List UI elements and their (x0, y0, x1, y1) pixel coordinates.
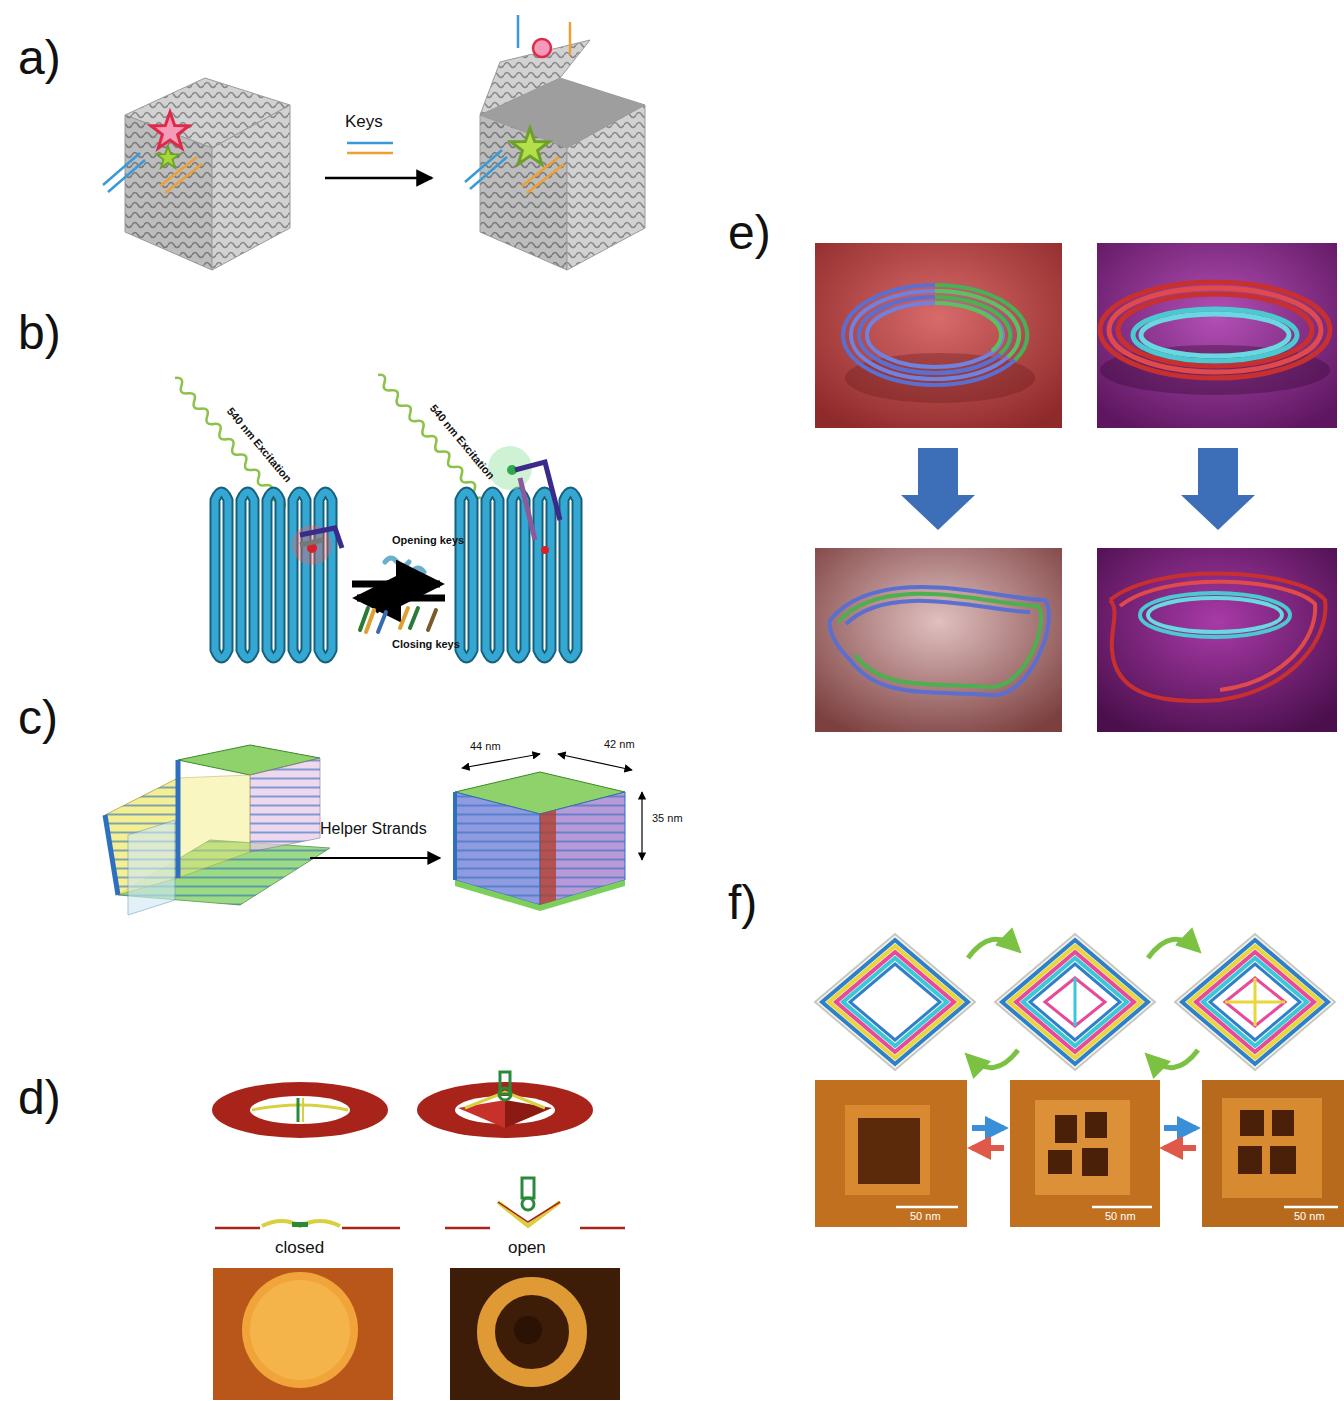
closed-box-sheets (455, 772, 625, 911)
origami-box-open (465, 15, 645, 270)
wave-label: 540 nm Excitation (224, 405, 294, 485)
arrow-label: Keys (345, 112, 383, 132)
scale-bar-label: 50 nm (1105, 1210, 1136, 1223)
afm-images-d (213, 1268, 620, 1400)
panel-letter: f) (728, 875, 757, 930)
scale-bar-label: 50 nm (910, 1210, 941, 1223)
dimension-label: 42 nm (604, 738, 635, 751)
key-exchange (352, 558, 445, 632)
panel-letter: e) (728, 205, 771, 260)
key-label: Opening keys (392, 534, 464, 547)
origami-box-closed (103, 78, 290, 270)
dna-barrel (215, 446, 577, 658)
reconfigurable-frames (815, 934, 1335, 1070)
panel-letter: a) (18, 30, 61, 85)
dimension-arrows (462, 754, 642, 860)
state-label: closed (275, 1238, 324, 1258)
panel-letter: b) (18, 305, 61, 360)
mobius-renderings (815, 243, 1337, 732)
open-box-sheets (105, 745, 330, 915)
panel-letter: c) (18, 690, 58, 745)
dna-ring-closed (212, 1082, 388, 1138)
arrow-label: Helper Strands (320, 820, 427, 838)
panel-letter: d) (18, 1070, 61, 1125)
scale-bar-label: 50 nm (1294, 1210, 1325, 1223)
key-label: Closing keys (392, 638, 460, 651)
wave-label: 540 nm Excitation (427, 402, 497, 482)
key-arrow (325, 143, 432, 178)
dimension-label: 35 nm (652, 812, 683, 825)
state-label: open (508, 1238, 546, 1258)
assembly-arrow (310, 857, 440, 859)
afm-images-f (815, 1080, 1344, 1227)
cross-sections (215, 1178, 625, 1228)
dimension-label: 44 nm (470, 740, 501, 753)
dna-ring-open (417, 1072, 593, 1138)
